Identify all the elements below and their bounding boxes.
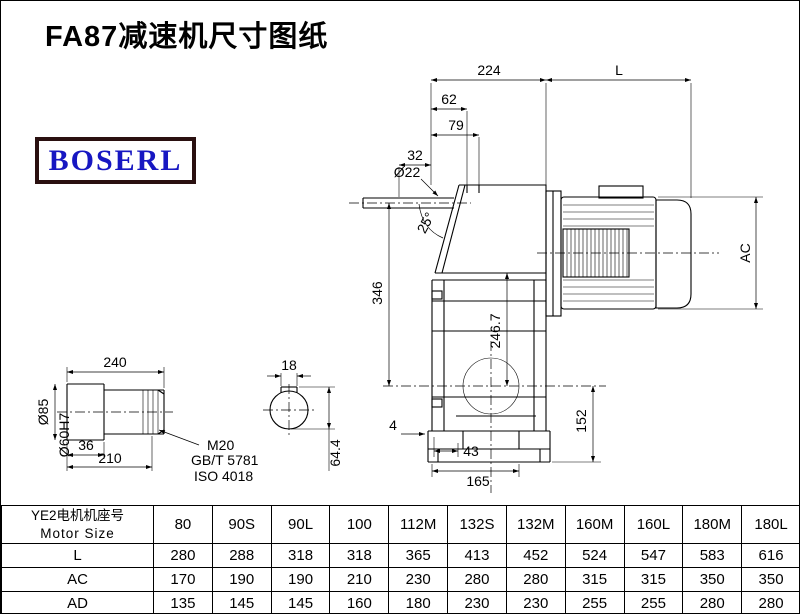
dim-36: 36 [78,437,94,453]
size-cell: 350 [741,567,799,592]
row-label-AC: AC [1,567,154,592]
standard-iso4018: ISO 4018 [194,468,253,484]
size-cell: 524 [564,543,625,568]
fan-cowl [655,199,692,309]
size-cell: 365 [388,543,449,568]
dim-246-7: 246.7 [487,313,503,348]
size-cell: 255 [623,591,684,613]
table-row-AD: AD 135 145 145 160 180 230 230 255 255 2… [1,591,799,613]
row-label-L: L [1,543,154,568]
header-en: Motor Size [40,525,115,541]
dim-240: 240 [103,354,127,370]
technical-drawing: 224 L 62 79 32 Ø22 25° 346 246.7 [35,62,763,493]
dim-angle-25: 25° [414,210,438,236]
col-80: 80 [153,505,213,544]
terminal-box [598,185,644,199]
col-132M: 132M [505,505,566,544]
size-cell: 288 [211,543,272,568]
dim-64-4: 64.4 [327,439,343,466]
dim-79: 79 [448,117,464,133]
size-cell: 280 [505,567,566,592]
size-cell: 318 [329,543,390,568]
size-cell: 315 [623,567,684,592]
col-180M: 180M [682,505,743,544]
size-cell: 547 [623,543,684,568]
dim-4: 4 [389,417,397,433]
row-label-AD: AD [1,591,154,613]
center-lines [57,202,719,493]
size-cell: 135 [153,591,213,613]
size-cell: 350 [682,567,743,592]
motor-fins [563,204,654,302]
gearbox-housing [362,184,551,463]
size-cell: 583 [682,543,743,568]
standard-gb5781: GB/T 5781 [191,452,259,468]
size-cell: 180 [388,591,449,613]
size-cell: 452 [505,543,566,568]
dim-shaft-diameter: Ø22 [394,164,421,180]
table-row-L: L 280 288 318 318 365 413 452 524 547 58… [1,543,799,568]
dim-L: L [615,62,623,78]
col-100: 100 [329,505,390,544]
dim-346: 346 [369,281,385,305]
boserl-logo: BOSERL [35,137,196,184]
size-cell: 145 [270,591,331,613]
dimension-lines: 224 L 62 79 32 Ø22 25° 346 246.7 [35,62,763,489]
size-cell: 190 [270,567,331,592]
col-180L: 180L [741,505,799,544]
size-cell: 230 [388,567,449,592]
motor-size-table: YE2电机机座号 Motor Size 80 90S 90L 100 112M … [1,505,799,613]
size-cell: 280 [682,591,743,613]
dim-dia-85: Ø85 [35,399,51,426]
motor-lamination-hatch [566,229,628,277]
table-row-AC: AC 170 190 190 210 230 280 280 315 315 3… [1,567,799,592]
size-cell: 190 [211,567,272,592]
dim-210: 210 [98,450,122,466]
size-cell: 280 [447,567,507,592]
size-cell: 315 [564,567,625,592]
dim-AC: AC [737,243,753,262]
thread-callout-M20: M20 [207,437,234,453]
size-cell: 170 [153,567,213,592]
header-cn: YE2电机机座号 [30,507,125,523]
size-cell: 230 [505,591,566,613]
col-112M: 112M [388,505,449,544]
col-132S: 132S [447,505,507,544]
col-160M: 160M [564,505,625,544]
dim-152: 152 [573,409,589,433]
dim-32: 32 [407,147,423,163]
size-cell: 160 [329,591,390,613]
size-cell: 280 [741,591,799,613]
size-cell: 255 [564,591,625,613]
size-cell: 230 [447,591,507,613]
col-90S: 90S [211,505,272,544]
bore-section-detail [269,386,309,430]
dim-165: 165 [466,473,490,489]
size-cell: 280 [153,543,213,568]
output-shaft-detail [66,383,165,441]
boserl-logo-text: BOSERL [48,143,183,177]
col-90L: 90L [270,505,331,544]
dim-62: 62 [441,91,457,107]
size-cell: 318 [270,543,331,568]
dim-43: 43 [463,443,479,459]
table-header-row: YE2电机机座号 Motor Size 80 90S 90L 100 112M … [1,505,799,544]
size-cell: 616 [741,543,799,568]
dim-dia-60H7: Ø60H7 [56,413,72,458]
size-cell: 210 [329,567,390,592]
col-160L: 160L [623,505,684,544]
size-cell: 145 [211,591,272,613]
table-header-motor-size: YE2电机机座号 Motor Size [1,505,154,544]
size-cell: 413 [447,543,507,568]
dim-224: 224 [477,62,501,78]
motor [545,185,692,317]
page-title: FA87减速机尺寸图纸 [45,21,329,53]
dim-18: 18 [281,357,297,373]
